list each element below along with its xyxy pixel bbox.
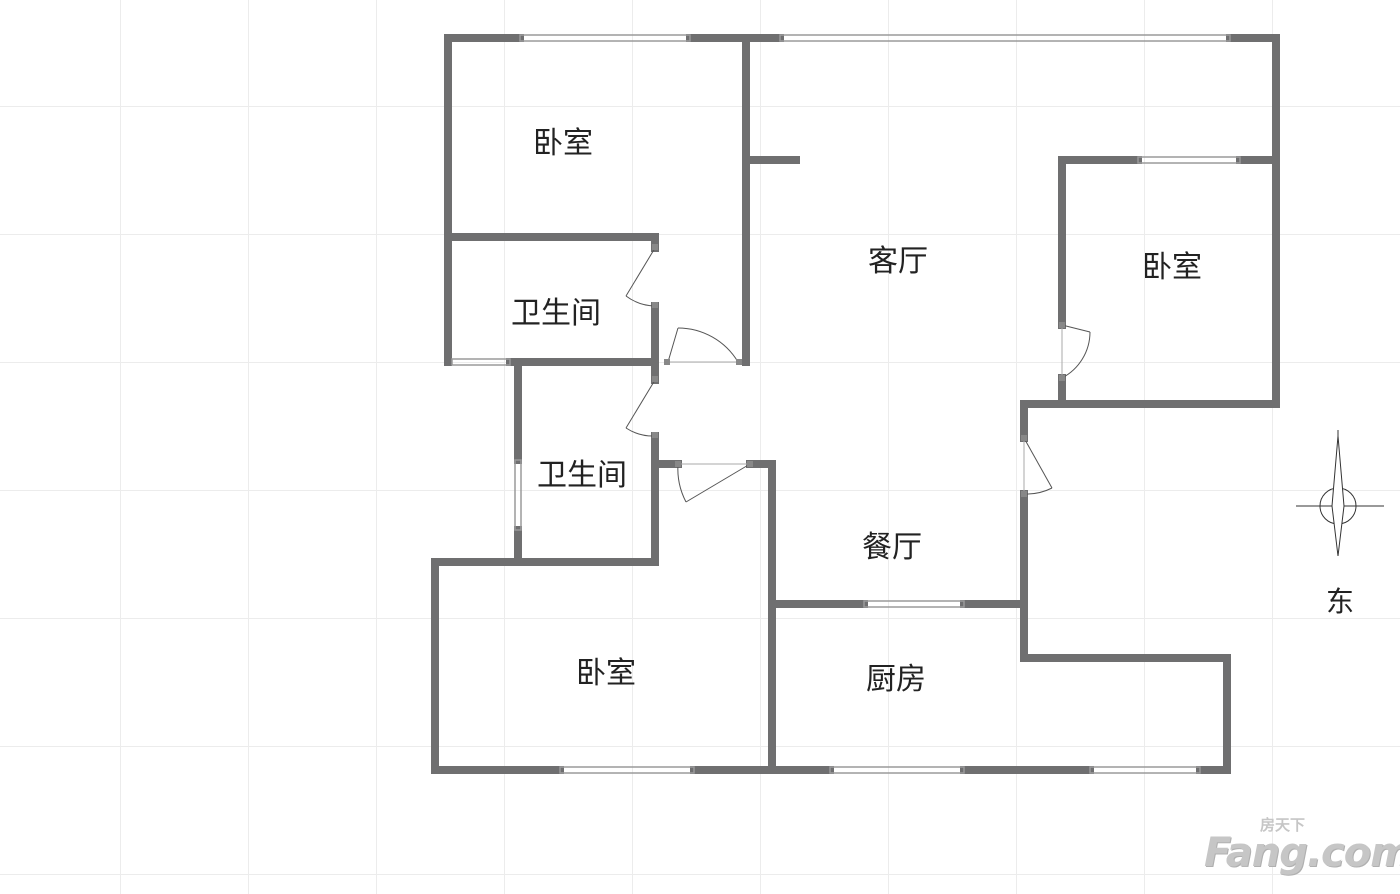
compass-icon (1296, 430, 1384, 557)
room-label-bedroom: 卧室 (533, 126, 593, 161)
watermark-logo: 房天下 Fang.com (1204, 816, 1400, 876)
watermark-main: Fang.com (1204, 830, 1400, 876)
windows (451, 34, 1241, 774)
doors (625, 244, 1091, 503)
window (559, 766, 695, 774)
room-label-kitchen: 厨房 (866, 662, 926, 697)
window (519, 34, 691, 42)
window (514, 459, 522, 531)
room-label-bedroom: 卧室 (1142, 250, 1202, 285)
room-label-bedroom: 卧室 (576, 656, 636, 691)
window (863, 600, 965, 608)
window (829, 766, 965, 774)
watermark-sub: 房天下 (1260, 816, 1306, 834)
window (451, 358, 511, 366)
compass-direction-label: 东 (1325, 585, 1355, 618)
window (1137, 156, 1241, 164)
room-label-bathroom: 卫生间 (537, 458, 627, 493)
room-label-dining-room: 餐厅 (862, 530, 922, 565)
room-label-bathroom: 卫生间 (511, 296, 601, 331)
walls (431, 34, 1280, 774)
window (1089, 766, 1201, 774)
window (779, 34, 1231, 42)
room-label-living-room: 客厅 (868, 244, 928, 279)
